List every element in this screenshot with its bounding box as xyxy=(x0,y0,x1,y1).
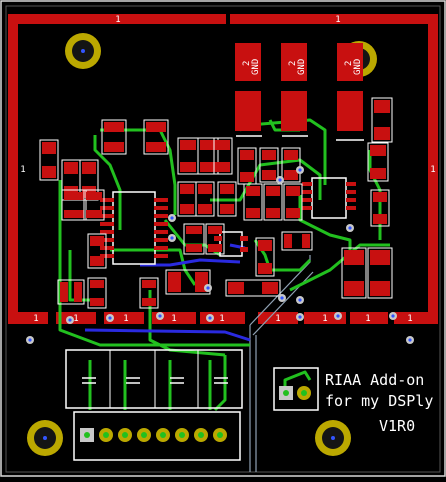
smd-part[interactable] xyxy=(83,189,105,221)
pad-icon xyxy=(156,428,170,442)
board-inner-outline xyxy=(5,5,441,473)
smd-part[interactable] xyxy=(263,183,283,221)
via-icon xyxy=(26,336,34,344)
via-icon xyxy=(206,314,214,322)
smd-part[interactable] xyxy=(101,119,127,155)
net-label: 1 xyxy=(171,314,176,324)
pad-icon xyxy=(99,428,113,442)
net-label: 1 xyxy=(275,314,280,324)
net-label: 1 xyxy=(115,15,120,25)
smd-part[interactable] xyxy=(281,147,301,183)
smd-part[interactable] xyxy=(39,139,59,181)
via-icon xyxy=(389,312,397,320)
mounting-hole-icon[interactable] xyxy=(315,420,351,456)
via-icon xyxy=(168,234,176,242)
smd-part[interactable] xyxy=(87,277,107,309)
smd-part[interactable] xyxy=(87,233,107,269)
mounting-hole-icon[interactable] xyxy=(27,420,63,456)
frame-net-labels: 1 1 1 1 1 1 1 1 1 1 1 1 1 xyxy=(20,15,435,324)
version-label: V1R0 xyxy=(379,417,415,435)
pin-number: 2 xyxy=(288,61,298,66)
via-icon xyxy=(106,314,114,322)
pad-icon xyxy=(80,428,94,442)
net-label: 1 xyxy=(33,314,38,324)
net-label: 1 xyxy=(20,165,25,175)
smd-components xyxy=(39,97,393,309)
smd-part[interactable] xyxy=(197,137,219,175)
smd-part[interactable] xyxy=(139,277,159,309)
via-icon xyxy=(276,176,284,184)
smd-part[interactable] xyxy=(255,237,275,277)
gnd-label: GND xyxy=(251,59,261,75)
header-connector[interactable] xyxy=(73,411,241,461)
via-icon xyxy=(66,316,74,324)
net-label: 1 xyxy=(219,314,224,324)
connector-labels: 2 GND 2 GND 2 GND xyxy=(242,59,363,75)
mounting-hole-icon[interactable] xyxy=(65,33,101,69)
net-label: 1 xyxy=(430,165,435,175)
via-icon xyxy=(168,214,176,222)
smd-part[interactable] xyxy=(195,181,215,217)
ic-u2[interactable] xyxy=(302,177,356,219)
smd-part[interactable] xyxy=(341,247,367,299)
connector-divider-lines xyxy=(236,135,364,141)
via-icon xyxy=(296,313,304,321)
net-label: 1 xyxy=(322,314,327,324)
via-icon xyxy=(334,312,342,320)
connector-pads-top[interactable] xyxy=(235,43,363,131)
via-icon xyxy=(296,166,304,174)
smd-part[interactable] xyxy=(143,119,169,155)
pad-icon xyxy=(175,428,189,442)
smd-part[interactable] xyxy=(213,137,233,175)
smd-part[interactable] xyxy=(281,231,313,251)
via-icon xyxy=(296,296,304,304)
gnd-label: GND xyxy=(297,59,307,75)
pin-number: 2 xyxy=(242,61,252,66)
via-icon xyxy=(346,224,354,232)
smd-part[interactable] xyxy=(225,279,281,297)
smd-part[interactable] xyxy=(165,269,211,295)
ground-frame[interactable] xyxy=(8,14,438,324)
via-icon xyxy=(156,312,164,320)
net-label: 1 xyxy=(335,15,340,25)
title-line-2: for my DSPly xyxy=(325,392,433,410)
smd-part[interactable] xyxy=(57,279,85,305)
net-label: 1 xyxy=(73,314,78,324)
pad-icon xyxy=(194,428,208,442)
net-label: 1 xyxy=(365,314,370,324)
net-label: 1 xyxy=(123,314,128,324)
smd-part[interactable] xyxy=(217,181,237,217)
smd-part[interactable] xyxy=(367,142,389,182)
aux-connector[interactable] xyxy=(273,367,319,411)
smd-part[interactable] xyxy=(243,183,263,221)
capacitor-array[interactable] xyxy=(65,349,243,409)
via-icon xyxy=(204,284,212,292)
pad-icon xyxy=(213,428,227,442)
smd-part[interactable] xyxy=(61,189,87,221)
via-icon xyxy=(278,294,286,302)
pad-icon xyxy=(118,428,132,442)
via-icon xyxy=(406,336,414,344)
vias xyxy=(26,166,414,344)
smd-part[interactable] xyxy=(367,247,393,299)
pin-number: 2 xyxy=(344,61,354,66)
net-label: 1 xyxy=(407,314,412,324)
smd-part[interactable] xyxy=(183,223,205,255)
ic-u1[interactable] xyxy=(100,191,168,265)
silkscreen-title: RIAA Add-on for my DSPly V1R0 xyxy=(325,371,433,435)
smd-part[interactable] xyxy=(371,97,393,143)
smd-part[interactable] xyxy=(370,189,390,227)
smd-part[interactable] xyxy=(205,223,225,255)
smd-part[interactable] xyxy=(283,183,303,221)
pad-icon xyxy=(137,428,151,442)
title-line-1: RIAA Add-on xyxy=(325,371,424,389)
smd-part[interactable] xyxy=(259,147,279,183)
gnd-label: GND xyxy=(353,59,363,75)
